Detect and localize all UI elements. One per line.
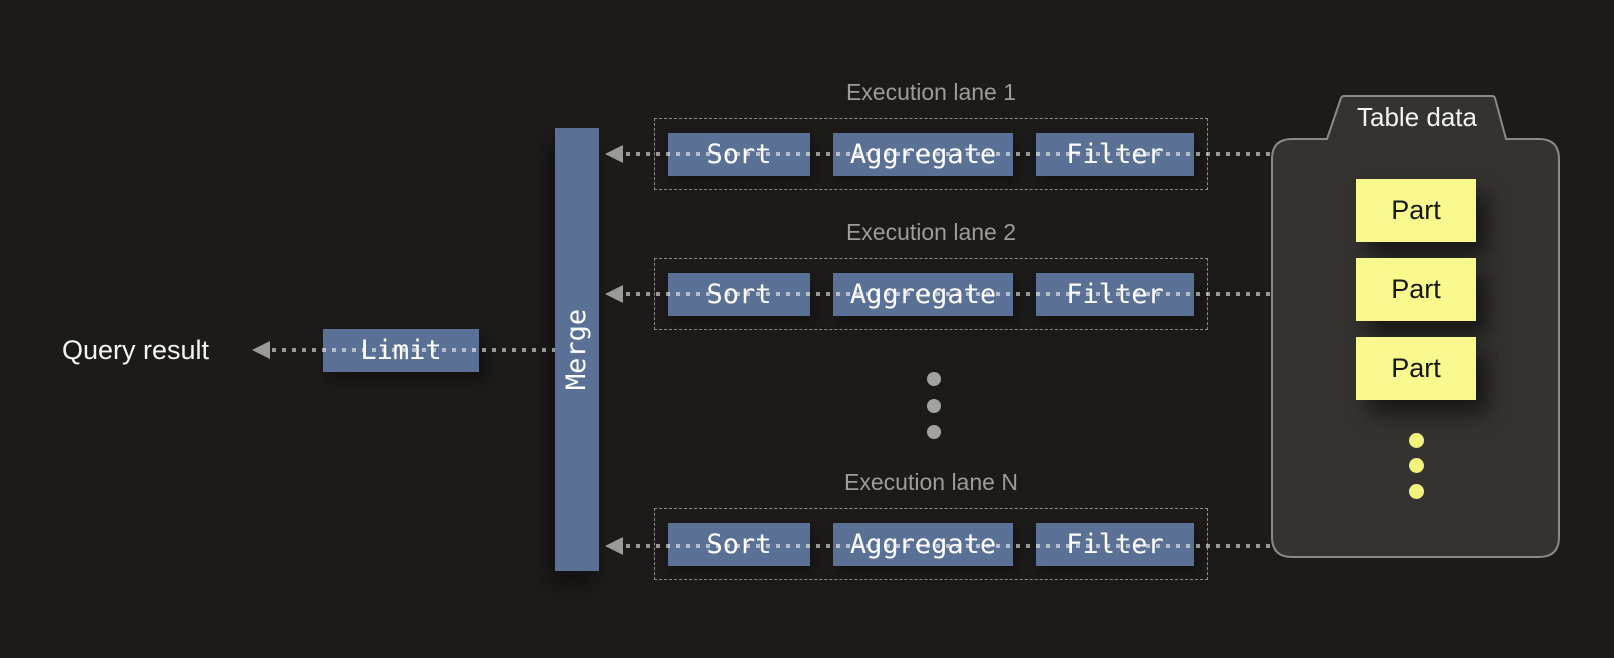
left-arrowhead-icon: [605, 285, 623, 303]
execution-lane-n: Execution lane N Sort Aggregate Filter: [654, 470, 1208, 580]
dotted-line: [626, 292, 1272, 296]
execution-lane-2: Execution lane 2 Sort Aggregate Filter: [654, 220, 1208, 330]
lane-title: Execution lane 1: [845, 79, 1017, 105]
left-arrowhead-icon: [605, 537, 623, 555]
part-box: Part: [1356, 258, 1476, 321]
table-data-title: Table data: [1357, 102, 1477, 132]
table-data-outline: [1271, 95, 1560, 558]
execution-lane-1: Execution lane 1 Sort Aggregate Filter: [654, 80, 1208, 190]
lane-title: Execution lane 2: [845, 219, 1017, 245]
ellipsis-dot: [927, 372, 941, 386]
merge-operator: Merge: [555, 128, 599, 571]
ellipsis-dot: [927, 399, 941, 413]
ellipsis-dot: [1409, 458, 1424, 473]
lane-title: Execution lane N: [844, 469, 1018, 495]
query-result-label: Query result: [62, 335, 210, 365]
part-box: Part: [1356, 179, 1476, 242]
ellipsis-dot: [927, 425, 941, 439]
part-box: Part: [1356, 337, 1476, 400]
left-arrowhead-icon: [252, 341, 270, 359]
dotted-line: [626, 152, 1272, 156]
table-data-container: [1271, 95, 1560, 558]
left-arrowhead-icon: [605, 145, 623, 163]
ellipsis-dot: [1409, 484, 1424, 499]
dotted-line: [272, 348, 555, 352]
dotted-line: [626, 544, 1272, 548]
ellipsis-dot: [1409, 433, 1424, 448]
merge-label: Merge: [561, 308, 593, 391]
